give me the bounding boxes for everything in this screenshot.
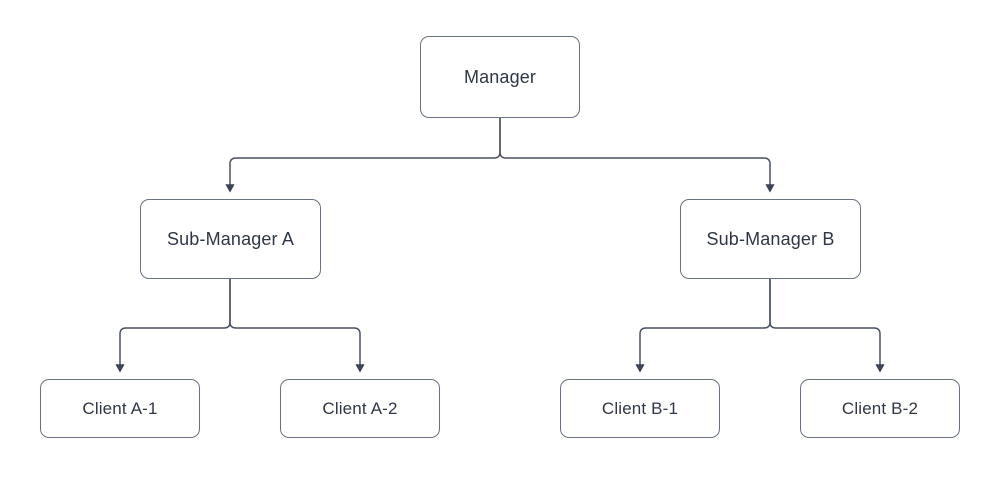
node-client-a-1-label: Client A-1: [82, 399, 158, 418]
edge-manager-to-sub-manager-b: [499, 118, 775, 193]
edge-sub-manager-a-to-client-a-2: [229, 279, 365, 373]
node-sub-manager-b[interactable]: Sub-Manager B: [680, 199, 861, 279]
edge-manager-to-sub-manager-a: [225, 118, 501, 193]
edge-sub-manager-b-to-client-b-1: [635, 279, 771, 373]
node-client-b-2[interactable]: Client B-2: [800, 379, 960, 438]
node-sub-manager-a[interactable]: Sub-Manager A: [140, 199, 321, 279]
node-client-b-2-label: Client B-2: [841, 399, 919, 418]
edge-sub-manager-b-to-client-b-2: [769, 279, 885, 373]
node-client-b-1[interactable]: Client B-1: [560, 379, 720, 438]
node-manager[interactable]: Manager: [420, 36, 580, 118]
node-sub-manager-b-label: Sub-Manager B: [706, 229, 835, 249]
node-sub-manager-a-label: Sub-Manager A: [166, 229, 295, 249]
node-manager-label: Manager: [463, 67, 537, 87]
node-client-a-2-label: Client A-2: [322, 399, 398, 418]
edge-sub-manager-a-to-client-a-1: [115, 279, 231, 373]
node-client-a-2[interactable]: Client A-2: [280, 379, 440, 438]
node-client-b-1-label: Client B-1: [601, 399, 679, 418]
node-client-a-1[interactable]: Client A-1: [40, 379, 200, 438]
